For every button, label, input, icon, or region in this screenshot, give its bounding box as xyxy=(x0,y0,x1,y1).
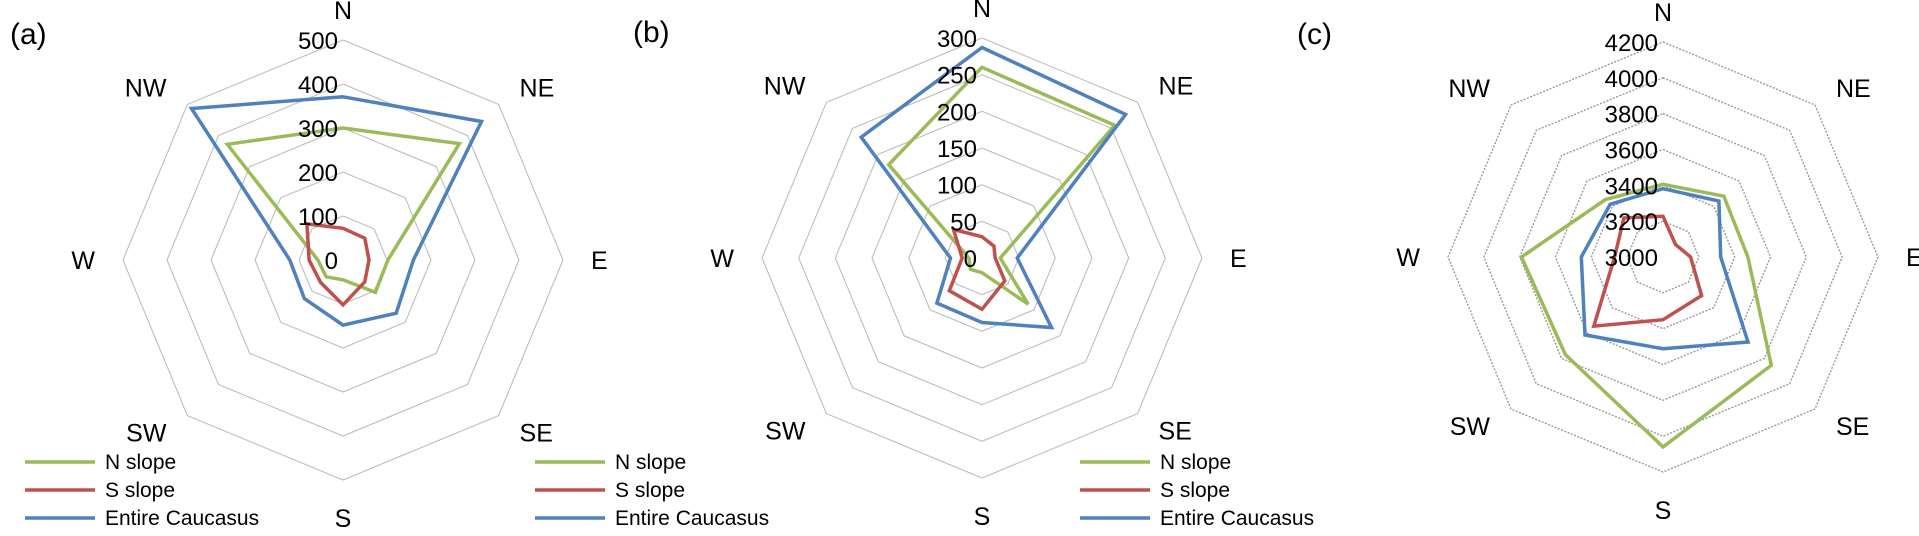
series-entire-caucasus xyxy=(188,95,485,327)
direction-label-n: N xyxy=(334,0,352,25)
direction-label-sw: SW xyxy=(765,418,806,446)
grid-ring xyxy=(1518,112,1808,402)
tick-label: 0 xyxy=(325,248,338,275)
direction-label-se: SE xyxy=(1836,413,1869,441)
legend-label: S slope xyxy=(1160,479,1230,502)
direction-label-se: SE xyxy=(1159,418,1192,446)
grid-ring xyxy=(1554,148,1772,366)
legend-label: Entire Caucasus xyxy=(615,507,769,530)
series-s-slope xyxy=(305,221,371,308)
series-s-slope xyxy=(1591,214,1704,329)
direction-label-nw: NW xyxy=(764,72,806,100)
grid-ring xyxy=(1626,220,1700,294)
tick-label: 250 xyxy=(937,63,977,90)
tick-label: 3800 xyxy=(1605,102,1658,129)
direction-label-se: SE xyxy=(520,420,553,448)
direction-label-s: S xyxy=(335,505,352,533)
series-n-slope xyxy=(224,126,463,295)
grid-ring xyxy=(166,83,520,437)
tick-label: 150 xyxy=(937,136,977,163)
direction-label-e: E xyxy=(1230,245,1247,273)
direction-label-nw: NW xyxy=(1448,75,1490,103)
direction-label-e: E xyxy=(1906,244,1919,272)
direction-label-sw: SW xyxy=(1450,413,1491,441)
grid-ring xyxy=(761,37,1203,479)
direction-label-s: S xyxy=(1655,497,1672,525)
tick-label: 3400 xyxy=(1605,173,1658,200)
grid-ring xyxy=(871,147,1093,369)
legend-label: Entire Caucasus xyxy=(105,507,259,530)
tick-label: 50 xyxy=(950,209,977,236)
direction-label-e: E xyxy=(591,247,608,275)
direction-label-s: S xyxy=(974,503,991,531)
grid-ring xyxy=(254,171,432,349)
panel-label: (a) xyxy=(10,18,47,51)
series-n-slope xyxy=(886,65,1118,306)
legend-label: N slope xyxy=(615,451,686,474)
tick-label: 300 xyxy=(298,116,338,143)
direction-label-nw: NW xyxy=(125,74,167,102)
legend-label: S slope xyxy=(105,479,175,502)
tick-label: 4200 xyxy=(1605,30,1658,57)
series-n-slope xyxy=(1519,182,1774,450)
grid-ring xyxy=(122,39,564,481)
direction-label-n: N xyxy=(1654,0,1672,27)
tick-label: 0 xyxy=(964,246,977,273)
series-entire-caucasus xyxy=(1579,186,1751,351)
legend-label: Entire Caucasus xyxy=(1160,507,1314,530)
tick-label: 200 xyxy=(298,160,338,187)
legend-label: S slope xyxy=(615,479,685,502)
direction-label-sw: SW xyxy=(126,420,167,448)
grid-ring xyxy=(210,127,476,393)
panel-label: (c) xyxy=(1297,18,1332,51)
tick-label: 400 xyxy=(298,72,338,99)
tick-label: 100 xyxy=(298,204,338,231)
tick-label: 200 xyxy=(937,99,977,126)
legend-label: N slope xyxy=(105,451,176,474)
legend-label: N slope xyxy=(1160,451,1231,474)
grid-ring xyxy=(798,74,1166,442)
radar-chart-c: 3000 3200 3400 3600 3800 4000 4200 N NE E SE S SW W NW… xyxy=(1080,0,1919,530)
panel-label: (b) xyxy=(633,16,670,49)
direction-label-ne: NE xyxy=(1159,72,1194,100)
tick-label: 3200 xyxy=(1605,209,1658,236)
tick-label: 4000 xyxy=(1605,66,1658,93)
tick-label: 300 xyxy=(937,26,977,53)
grid-ring xyxy=(1483,77,1843,437)
radar-chart-a: 0 100 200 300 400 500 N NE E SE S SW W NW (a) N slope S … xyxy=(10,0,608,533)
tick-label: 3600 xyxy=(1605,138,1658,165)
direction-label-ne: NE xyxy=(1836,75,1871,103)
grid-ring xyxy=(1447,41,1879,473)
direction-label-n: N xyxy=(973,0,991,23)
direction-label-w: W xyxy=(710,245,734,273)
grid-ring xyxy=(1590,184,1736,330)
radar-chart-b: 0 50 100 150 200 250 300 N NE E SE S SW W NW (b) N slope… xyxy=(535,0,1247,531)
tick-label: 3000 xyxy=(1605,245,1658,272)
direction-label-w: W xyxy=(1396,244,1420,272)
tick-label: 500 xyxy=(298,28,338,55)
direction-label-w: W xyxy=(71,247,95,275)
series-s-slope xyxy=(947,227,1007,312)
direction-label-ne: NE xyxy=(520,74,555,102)
grid-ring xyxy=(834,110,1130,406)
tick-label: 100 xyxy=(937,173,977,200)
series-entire-caucasus xyxy=(858,45,1129,330)
